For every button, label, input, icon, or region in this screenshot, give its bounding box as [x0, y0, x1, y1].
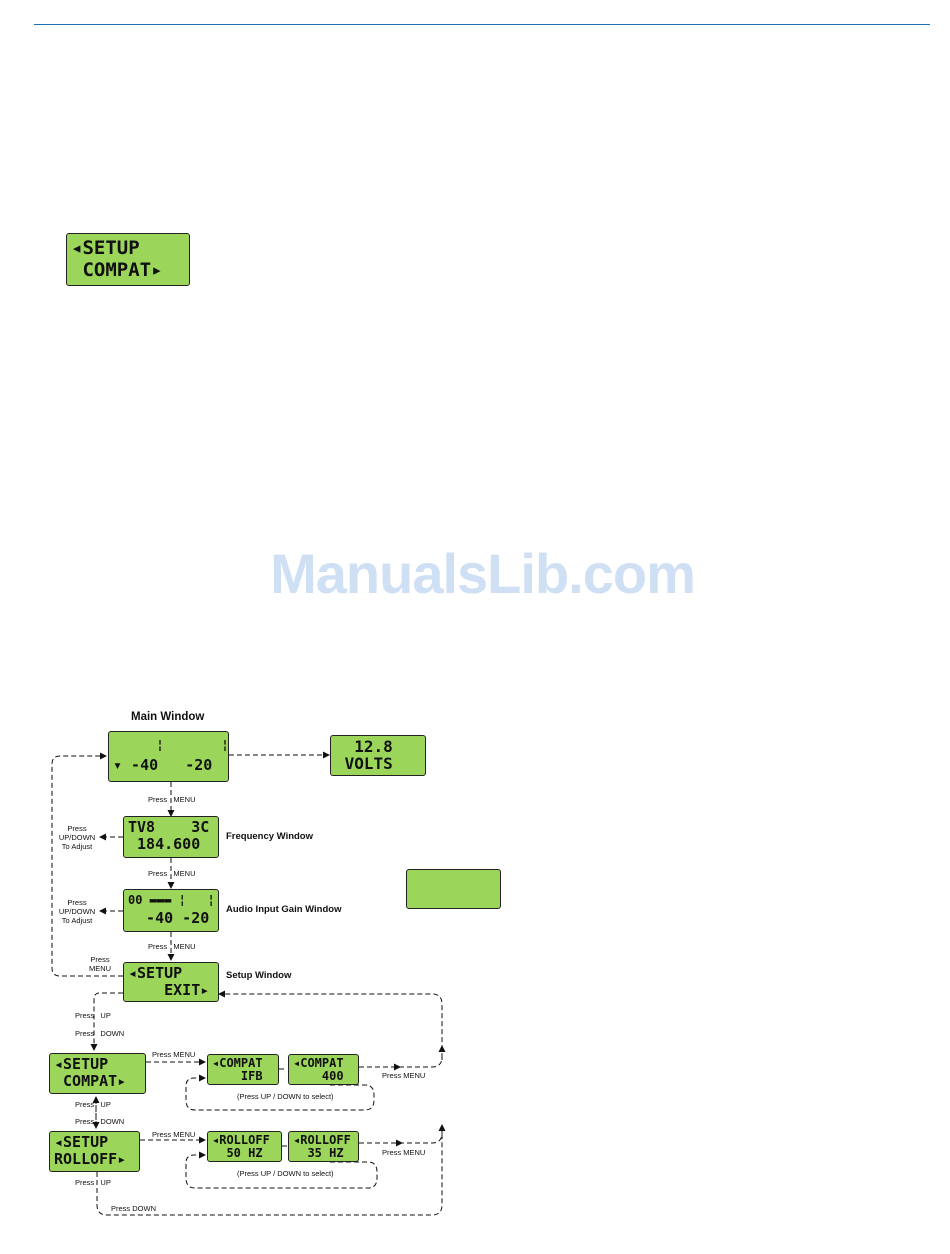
display-line-2: 50 HZ — [212, 1146, 263, 1160]
display-line-1: ◂SETUP — [128, 964, 183, 982]
frequency-window-display: TV8 3C 184.600 — [123, 816, 219, 858]
display-line-1: ◂ROLLOFF — [293, 1133, 351, 1147]
press-up-label-2: Press UP — [75, 1100, 111, 1109]
press-menu-label-7: Press MENU — [382, 1148, 426, 1157]
setup-rolloff-menu-display: ◂SETUP ROLLOFF▸ — [49, 1131, 140, 1172]
display-line-2: COMPAT▸ — [54, 1072, 127, 1090]
display-line-2: -40 -20 0 — [146, 909, 210, 927]
display-line-1: ◂SETUP — [71, 237, 140, 259]
legend-display — [406, 869, 501, 909]
compat-400-display: ◂COMPAT 400 — [288, 1054, 359, 1085]
press-menu-label-2: Press MENU — [148, 869, 196, 878]
display-line-2: ▾ -40 -20 0 — [113, 756, 213, 774]
display-line-2: COMPAT▸ — [71, 259, 163, 281]
audio-gain-window-display: 00 ▬▬▬ ¦ ¦ -40 -20 0 — [123, 889, 219, 932]
display-line-1: ◂SETUP — [54, 1055, 109, 1073]
press-down-label-1: Press DOWN — [75, 1029, 125, 1038]
adjust-label-1: Press UP/DOWN To Adjust — [58, 824, 96, 851]
setup-window-display: ◂SETUP EXIT▸ — [123, 962, 219, 1002]
press-menu-label-4: Press MENU — [152, 1050, 196, 1059]
display-line-2: 35 HZ — [293, 1146, 344, 1160]
watermark: ManualsLib.com — [270, 542, 696, 605]
volts-display: 12.8 VOLTS — [330, 735, 426, 776]
press-menu-label-5: Press MENU — [382, 1071, 426, 1080]
display-line-1: 12.8 — [335, 737, 393, 756]
press-up-label-3: Press UP — [75, 1178, 111, 1187]
main-window-display: ¦ ¦ ▾ -40 -20 0 — [108, 731, 229, 782]
display-line-1: ◂COMPAT — [212, 1056, 263, 1070]
display-line-2: VOLTS — [335, 754, 393, 773]
select-label-2: (Press UP / DOWN to select) — [237, 1169, 334, 1178]
display-line-2: 400 — [293, 1069, 344, 1083]
press-down-label-2: Press DOWN — [75, 1117, 125, 1126]
rolloff-50-display: ◂ROLLOFF 50 HZ — [207, 1131, 282, 1162]
compat-ifb-display: ◂COMPAT IFB — [207, 1054, 279, 1085]
rolloff-35-display: ◂ROLLOFF 35 HZ — [288, 1131, 359, 1162]
select-label-1: (Press UP / DOWN to select) — [237, 1092, 334, 1101]
adjust-label-2: Press UP/DOWN To Adjust — [58, 898, 96, 925]
frequency-window-label: Frequency Window — [226, 831, 314, 842]
display-line-1: 00 ▬▬▬ ¦ ¦ — [128, 893, 215, 907]
press-down-label-3: Press DOWN — [111, 1204, 156, 1213]
display-line-2: ROLLOFF▸ — [54, 1150, 127, 1168]
header-rule — [34, 24, 930, 25]
audio-gain-window-label: Audio Input Gain Window — [226, 904, 342, 915]
press-up-label-1: Press UP — [75, 1011, 111, 1020]
setup-window-label: Setup Window — [226, 970, 292, 981]
display-line-1: TV8 3C — [128, 818, 210, 836]
press-menu-label-1: Press MENU — [148, 795, 196, 804]
diagram-title: Main Window — [131, 711, 205, 723]
display-line-1: ◂COMPAT — [293, 1056, 344, 1070]
press-menu-stack-label: Press MENU — [88, 955, 112, 973]
display-line-1: ◂SETUP — [54, 1133, 109, 1151]
display-line-1: ◂ROLLOFF — [212, 1133, 270, 1147]
display-line-1: ¦ ¦ — [113, 738, 229, 752]
display-line-2: IFB — [212, 1069, 263, 1083]
press-menu-label-6: Press MENU — [152, 1130, 196, 1139]
setup-compat-display: ◂SETUP COMPAT▸ — [66, 233, 190, 286]
press-menu-label-3: Press MENU — [148, 942, 196, 951]
setup-compat-menu-display: ◂SETUP COMPAT▸ — [49, 1053, 146, 1094]
display-line-2: EXIT▸ — [128, 981, 210, 999]
display-line-2: 184.600 — [128, 835, 201, 853]
